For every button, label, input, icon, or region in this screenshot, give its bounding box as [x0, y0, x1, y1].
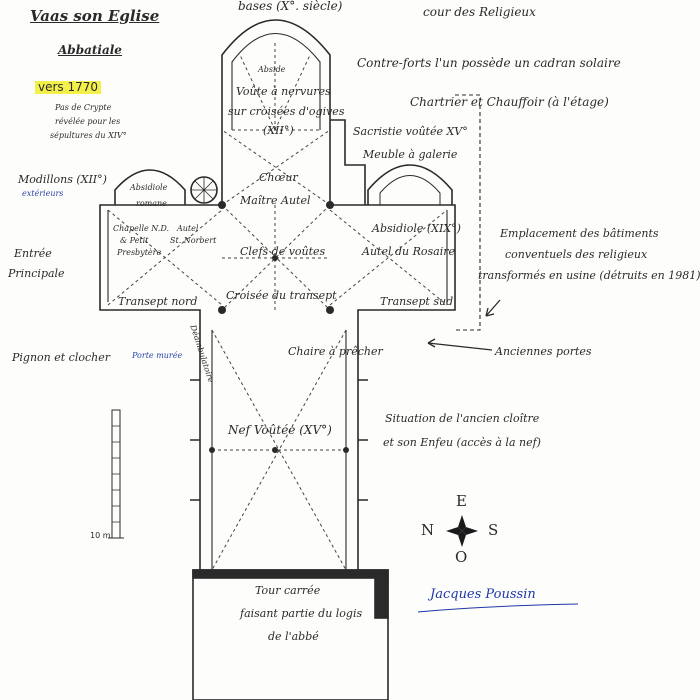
- label-contreforts: Contre-forts l'un possède un cadran sola…: [357, 56, 621, 70]
- label-maitre-autel: Maître Autel: [240, 194, 311, 207]
- compass-rose: [446, 515, 478, 547]
- arrow-emplacement: [485, 299, 501, 317]
- label-absidiole-romane-2: romane: [136, 199, 167, 208]
- label-autel-rosaire: Autel du Rosaire: [362, 245, 455, 258]
- label-nef: Nef Voûtée (XV°): [228, 423, 332, 437]
- label-absidiole-xix: Absidiole (XIX°): [372, 222, 461, 235]
- label-meuble: Meuble à galerie: [363, 148, 458, 161]
- compass-west: O: [455, 548, 468, 566]
- absidiole-romane: [114, 169, 186, 205]
- crypt-note-1: Pas de Crypte: [55, 103, 112, 112]
- drawing-title: Vaas son Eglise: [30, 7, 160, 25]
- label-transept-sud: Transept sud: [380, 295, 454, 308]
- label-chartrier: Chartrier et Chauffoir (à l'étage): [410, 95, 609, 109]
- choir-ribs: [221, 129, 331, 206]
- label-entree: Entrée: [14, 247, 52, 260]
- label-petit: & Petit: [120, 236, 149, 245]
- label-principale: Principale: [8, 267, 65, 280]
- signature: Jacques Poussin: [430, 587, 536, 602]
- label-transept-nord: Transept nord: [118, 295, 198, 308]
- crypt-note-3: sépultures du XIV°: [50, 131, 127, 140]
- label-modillons: Modillons (XII°): [18, 173, 107, 186]
- label-croisee: Croisée du transept: [226, 289, 337, 302]
- apse-ribs: [232, 40, 320, 131]
- year-highlight: vers 1770: [35, 80, 102, 95]
- label-cloitre-2: et son Enfeu (accès à la nef): [383, 436, 541, 449]
- label-anciennes-portes: Anciennes portes: [495, 345, 592, 358]
- choir-wall: [221, 130, 331, 205]
- label-chaire: Chaire à prêcher: [288, 345, 383, 358]
- label-sacristie: Sacristie voûtée XV°: [353, 125, 468, 138]
- south-ribs: [329, 209, 448, 306]
- label-abside: Abside: [258, 65, 286, 74]
- nave-wall: [199, 322, 359, 570]
- compass-east: E: [456, 492, 467, 510]
- scale-bar: [108, 409, 124, 539]
- nave-ribs: [211, 329, 347, 571]
- label-emplacement-1: Emplacement des bâtiments: [500, 227, 659, 240]
- label-top-bases: bases (X°. siècle): [238, 0, 343, 13]
- north-transept-wall: [99, 204, 222, 322]
- compass-south: S: [488, 521, 499, 539]
- label-cloitre-1: Situation de l'ancien cloître: [385, 412, 540, 425]
- compass-north: N: [421, 521, 435, 539]
- arrow-portes: [427, 342, 493, 351]
- scale-label: 10 m: [90, 531, 111, 540]
- absidiole-xix: [367, 164, 453, 205]
- label-exterieurs: extérieurs: [22, 189, 64, 198]
- label-tour-1: Tour carrée: [255, 584, 321, 597]
- label-st-norbert: St. Norbert: [170, 236, 217, 245]
- convent-outline: [455, 94, 481, 331]
- label-croisees: sur croisées d'ogives: [228, 105, 345, 118]
- sacristy: [330, 119, 366, 205]
- north-ribs: [107, 209, 223, 306]
- label-emplacement-3: transformés en usine (détruits en 1981): [478, 269, 700, 282]
- apse-wall: [221, 19, 331, 130]
- south-transept-wall: [330, 204, 456, 322]
- label-voute-nervures: Voûte à nervures: [236, 85, 331, 98]
- label-porte-muree: Porte murée: [132, 351, 183, 360]
- label-cles: Clefs de voûtes: [240, 245, 326, 258]
- label-choeur: Chœur: [259, 171, 298, 184]
- label-cour: cour des Religieux: [423, 5, 536, 19]
- label-presbytere: Presbytère: [117, 248, 162, 257]
- label-abside-century: (XII°): [263, 124, 294, 137]
- label-pignon: Pignon et clocher: [12, 351, 110, 364]
- label-tour-3: de l'abbé: [268, 630, 319, 643]
- label-chapelle: Chapelle N.D.: [113, 224, 169, 233]
- label-absidiole-romane-1: Absidiole: [130, 183, 168, 192]
- label-autel-1: Autel: [177, 224, 199, 233]
- crypt-note-2: révélée pour les: [55, 117, 121, 126]
- label-tour-2: faisant partie du logis: [240, 607, 363, 620]
- drawing-subtitle: Abbatiale: [58, 43, 122, 57]
- label-emplacement-2: conventuels des religieux: [505, 248, 648, 261]
